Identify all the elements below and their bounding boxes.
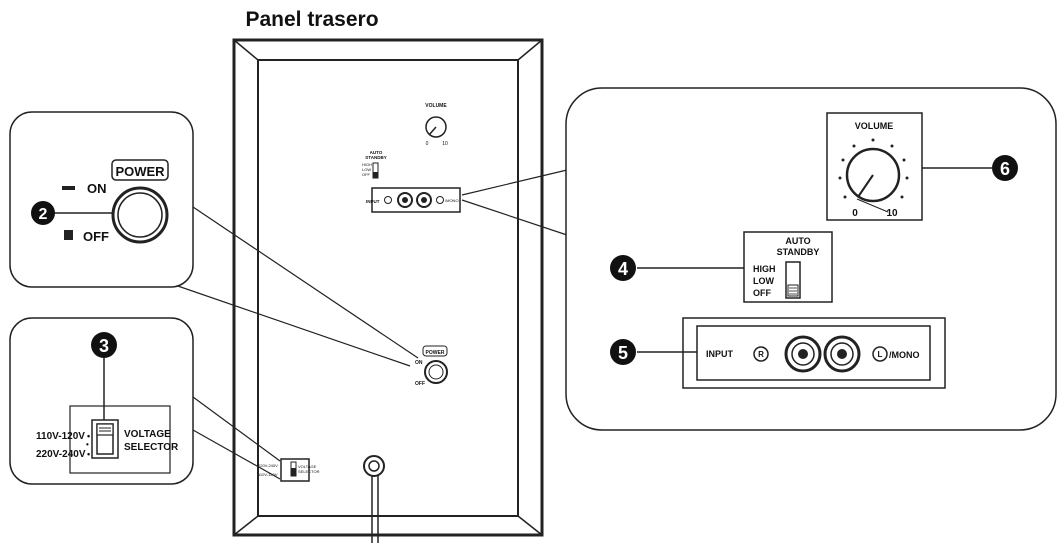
- callout-3: [91, 332, 117, 358]
- volume-min-label: 0: [852, 208, 858, 219]
- standby-off-label: OFF: [753, 288, 771, 298]
- power-inset: POWER ON OFF 2: [9, 111, 194, 288]
- panel-input-label: INPUT: [366, 199, 380, 204]
- input-detail: INPUT R L /MONO 5: [610, 317, 946, 389]
- panel-standby-title2: STANDBY: [365, 155, 386, 160]
- panel-power-off: OFF: [415, 381, 425, 387]
- panel-volume-max: 10: [442, 141, 448, 147]
- standby-title-line1: AUTO: [785, 236, 810, 246]
- callout-5-number: 5: [618, 343, 628, 363]
- input-mono-label: /MONO: [889, 350, 920, 360]
- volume-scale-dots: [838, 138, 909, 199]
- input-left-label: L: [878, 350, 883, 359]
- voltage-selector-inset: 3 110V-120V • 220V-240V • • VOLTAGE SELE…: [9, 317, 194, 485]
- panel-voltage-low: 110V-120V: [258, 472, 278, 477]
- standby-title-line2: STANDBY: [777, 247, 820, 257]
- callout-6: [992, 155, 1018, 181]
- panel-standby-off: OFF: [362, 172, 371, 177]
- left-channel-icon: [872, 346, 888, 362]
- right-channel-icon: [753, 346, 769, 362]
- panel-power-switch: POWER ON OFF: [415, 345, 448, 387]
- callout-2: [31, 201, 55, 225]
- panel-voltage-selector: 220V-240V 110V-120V VOLTAGE SELECTOR: [258, 458, 320, 482]
- leader-lines: [171, 169, 568, 480]
- voltage-label-line2: SELECTOR: [124, 442, 179, 453]
- panel-auto-standby: AUTO STANDBY HIGH LOW OFF: [362, 150, 387, 179]
- standby-high-label: HIGH: [753, 264, 776, 274]
- on-position-icon: [62, 186, 75, 190]
- auto-standby-detail: AUTO STANDBY HIGH LOW OFF 4: [610, 231, 833, 303]
- voltage-bullet-high: •: [87, 449, 90, 459]
- panel-power-on: ON: [415, 360, 423, 366]
- panel-volume-min: 0: [426, 141, 429, 147]
- panel-voltage-label1: VOLTAGE: [298, 464, 317, 469]
- panel-input-block: INPUT /MONO: [366, 187, 461, 213]
- power-off-label: OFF: [83, 229, 109, 244]
- off-position-icon: [64, 230, 73, 240]
- panel-standby-low: LOW: [362, 167, 371, 172]
- diagram-title: Panel trasero: [245, 8, 378, 31]
- callout-2-number: 2: [39, 206, 48, 223]
- voltage-high-range: 220V-240V: [36, 449, 86, 460]
- panel-volume-label: VOLUME: [425, 103, 447, 109]
- voltage-low-range: 110V-120V: [36, 431, 85, 442]
- standby-low-label: LOW: [753, 276, 774, 286]
- power-cord: [363, 455, 385, 543]
- panel-standby-title1: AUTO: [370, 150, 383, 155]
- volume-label: VOLUME: [855, 121, 894, 131]
- input-right-label: R: [758, 350, 764, 359]
- panel-power-label: POWER: [426, 350, 445, 356]
- voltage-separator: •: [86, 440, 89, 449]
- power-on-label: ON: [87, 181, 107, 196]
- panel-input-mono: /MONO: [445, 198, 459, 203]
- panel-voltage-label2: SELECTOR: [298, 469, 320, 474]
- callout-3-number: 3: [99, 336, 109, 356]
- volume-detail: VOLUME 0 10 6: [826, 112, 1018, 221]
- voltage-bullet-low: •: [87, 431, 90, 441]
- panel-voltage-high: 220V-240V: [258, 463, 278, 468]
- callout-5: [610, 339, 636, 365]
- callout-6-number: 6: [1000, 159, 1010, 179]
- input-label: INPUT: [706, 349, 734, 359]
- voltage-label-line1: VOLTAGE: [124, 429, 171, 440]
- callout-4: [610, 255, 636, 281]
- volume-max-label: 10: [886, 208, 898, 219]
- panel-volume-knob: VOLUME 0 10: [425, 103, 448, 147]
- callout-4-number: 4: [618, 259, 628, 279]
- power-label: POWER: [115, 164, 165, 179]
- panel-standby-high: HIGH: [362, 162, 372, 167]
- speaker-rear-panel: [232, 38, 544, 537]
